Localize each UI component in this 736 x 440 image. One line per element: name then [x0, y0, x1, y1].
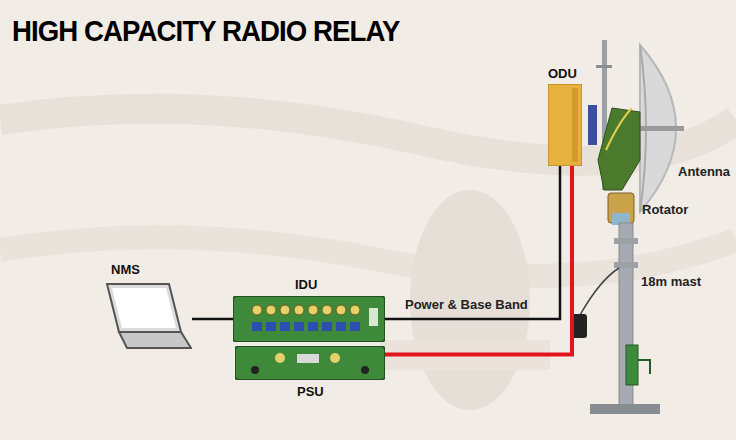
- port: [280, 305, 290, 315]
- port: [266, 322, 276, 331]
- laptop: NMS: [97, 282, 192, 350]
- feed-arm: [640, 126, 684, 131]
- psu-body: [235, 346, 385, 380]
- node-label: IDU: [295, 277, 317, 292]
- odu-art: [548, 84, 582, 166]
- port: [294, 322, 304, 331]
- port: [322, 305, 332, 315]
- port: [308, 305, 318, 315]
- port: [330, 353, 340, 363]
- node-label: PSU: [297, 384, 324, 399]
- part-label: Antenna: [678, 164, 730, 179]
- display: [297, 354, 319, 363]
- laptop-base: [119, 332, 191, 348]
- psu-art: [235, 346, 385, 380]
- base-plate: [590, 404, 660, 414]
- odu-fin: [572, 88, 578, 162]
- port: [308, 322, 318, 331]
- psu-box: PSU: [235, 346, 385, 380]
- mount-bracket: [598, 108, 640, 190]
- port: [266, 305, 276, 315]
- watermark: [0, 109, 736, 410]
- watermark-shape: [410, 190, 530, 410]
- odu-box: ODU: [548, 84, 582, 166]
- laptop-art: [97, 282, 192, 354]
- mast-bar: [596, 65, 612, 68]
- port: [350, 322, 360, 331]
- switch: [369, 308, 378, 326]
- idu-box: IDU: [233, 296, 385, 342]
- port: [252, 322, 262, 331]
- cable-line: [385, 166, 572, 355]
- clamp: [588, 105, 597, 145]
- node-label: ODU: [548, 66, 577, 81]
- laptop-lid: [107, 284, 181, 332]
- laptop-screen: [112, 288, 176, 328]
- mast-collar: [614, 238, 638, 244]
- port: [275, 353, 285, 363]
- port: [294, 305, 304, 315]
- crank-handle: [638, 360, 650, 374]
- port: [280, 322, 290, 331]
- port: [322, 322, 332, 331]
- crank-box: [626, 345, 638, 385]
- guy-wire: [580, 268, 619, 315]
- odu-body: [548, 84, 582, 166]
- cable: [606, 108, 632, 150]
- edge-label: Power & Base Band: [405, 297, 528, 312]
- port: [336, 305, 346, 315]
- part-label: 18m mast: [641, 274, 701, 289]
- mast-collar: [614, 262, 638, 268]
- port: [251, 366, 259, 374]
- diagram-title: HIGH CAPACITY RADIO RELAY: [12, 14, 399, 48]
- port: [361, 366, 369, 374]
- node-label: NMS: [111, 262, 140, 277]
- cable-line: [385, 166, 560, 319]
- cable-line: [192, 318, 233, 321]
- idu-art: [233, 296, 385, 342]
- part-label: Rotator: [642, 202, 688, 217]
- idu-body: [233, 296, 385, 342]
- port: [350, 305, 360, 315]
- port: [252, 305, 262, 315]
- port: [336, 322, 346, 331]
